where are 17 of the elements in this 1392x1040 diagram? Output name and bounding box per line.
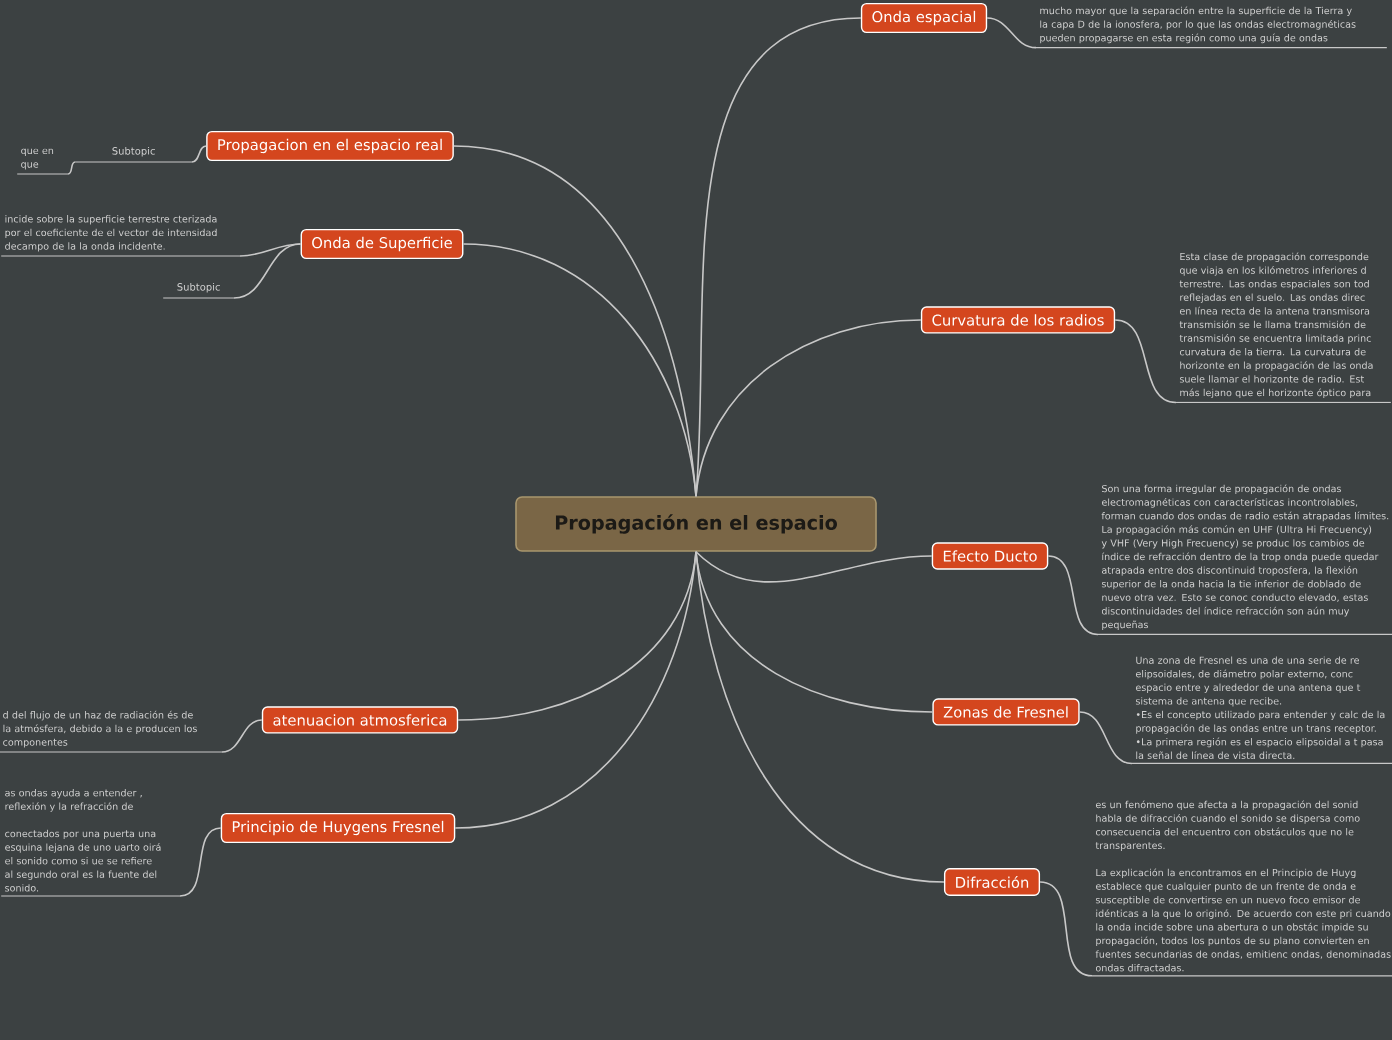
- branch-line: [462, 243, 697, 497]
- branch-line: [695, 551, 933, 583]
- branch-line: [191, 145, 207, 163]
- branch-line: [986, 17, 1037, 49]
- branch-line: [1047, 555, 1099, 636]
- branch-line: [1114, 319, 1177, 404]
- branch-line: [233, 243, 302, 299]
- branch-line: [695, 319, 922, 497]
- branch-line: [239, 243, 302, 257]
- branch-line: [221, 719, 263, 753]
- branch-line: [454, 551, 697, 829]
- branch-line: [1078, 711, 1133, 765]
- branch-line: [695, 551, 945, 883]
- branch-line: [67, 161, 76, 175]
- branch-line: [1039, 881, 1093, 977]
- central-topic-box: Propagación en el espacio: [515, 496, 877, 552]
- branch-line: [179, 827, 222, 897]
